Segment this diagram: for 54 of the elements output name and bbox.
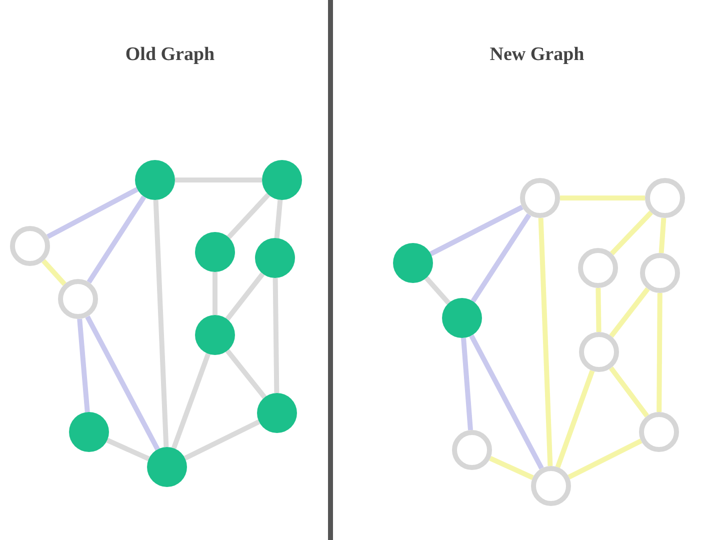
graph-edge [469,334,544,470]
vertex-circle [442,298,482,338]
graph-edge [272,278,280,394]
graph-edge [153,200,169,448]
graph-title: New Graph [490,44,584,66]
graph-title: Old Graph [125,44,215,66]
graph-edge [225,349,267,399]
graph-edge [656,292,662,412]
graph-edge [171,352,211,450]
graph-edge [424,276,451,305]
graph-edge [470,213,532,303]
vertex-ring [640,253,680,293]
vertex-circle [69,412,109,452]
vertex-ring [578,248,618,288]
vertex-ring [10,226,50,266]
vertex-circle [195,315,235,355]
graph-edge [226,192,270,240]
vertex-circle [255,238,295,278]
graph-edge [184,420,260,460]
vertex-ring [520,178,560,218]
graph-edge [77,318,90,412]
graph-edge [555,370,595,468]
graph-edge [538,218,553,466]
vertex-circle [135,160,175,200]
vertex-circle [195,232,235,272]
graph-edge [175,178,262,182]
graph-edge [42,259,66,286]
graph-edge [658,218,666,254]
graph-edge [46,187,138,239]
vertex-ring [531,466,571,506]
vertex-ring [639,412,679,452]
vertex-ring [58,279,98,319]
graph-edge [225,272,265,321]
graph-edge [85,316,160,450]
graph-edge [560,196,645,200]
vertex-circle [147,447,187,487]
vertex-ring [452,430,492,470]
graph-edge [609,366,649,418]
graph-edge [610,210,653,256]
vertex-circle [257,393,297,433]
graph-edge [430,204,524,256]
graph-edge [212,272,218,315]
graph-edge [609,287,650,338]
vertex-circle [262,160,302,200]
vertex-circle [393,243,433,283]
graph-edge [489,456,534,480]
graph-edge [596,288,602,332]
graph-edge [86,195,146,284]
vertex-ring [579,332,619,372]
graph-edge [461,338,473,430]
vertex-ring [645,178,685,218]
graph-edge [274,200,283,238]
graph-edge [568,438,642,480]
graph-edge [106,438,150,462]
